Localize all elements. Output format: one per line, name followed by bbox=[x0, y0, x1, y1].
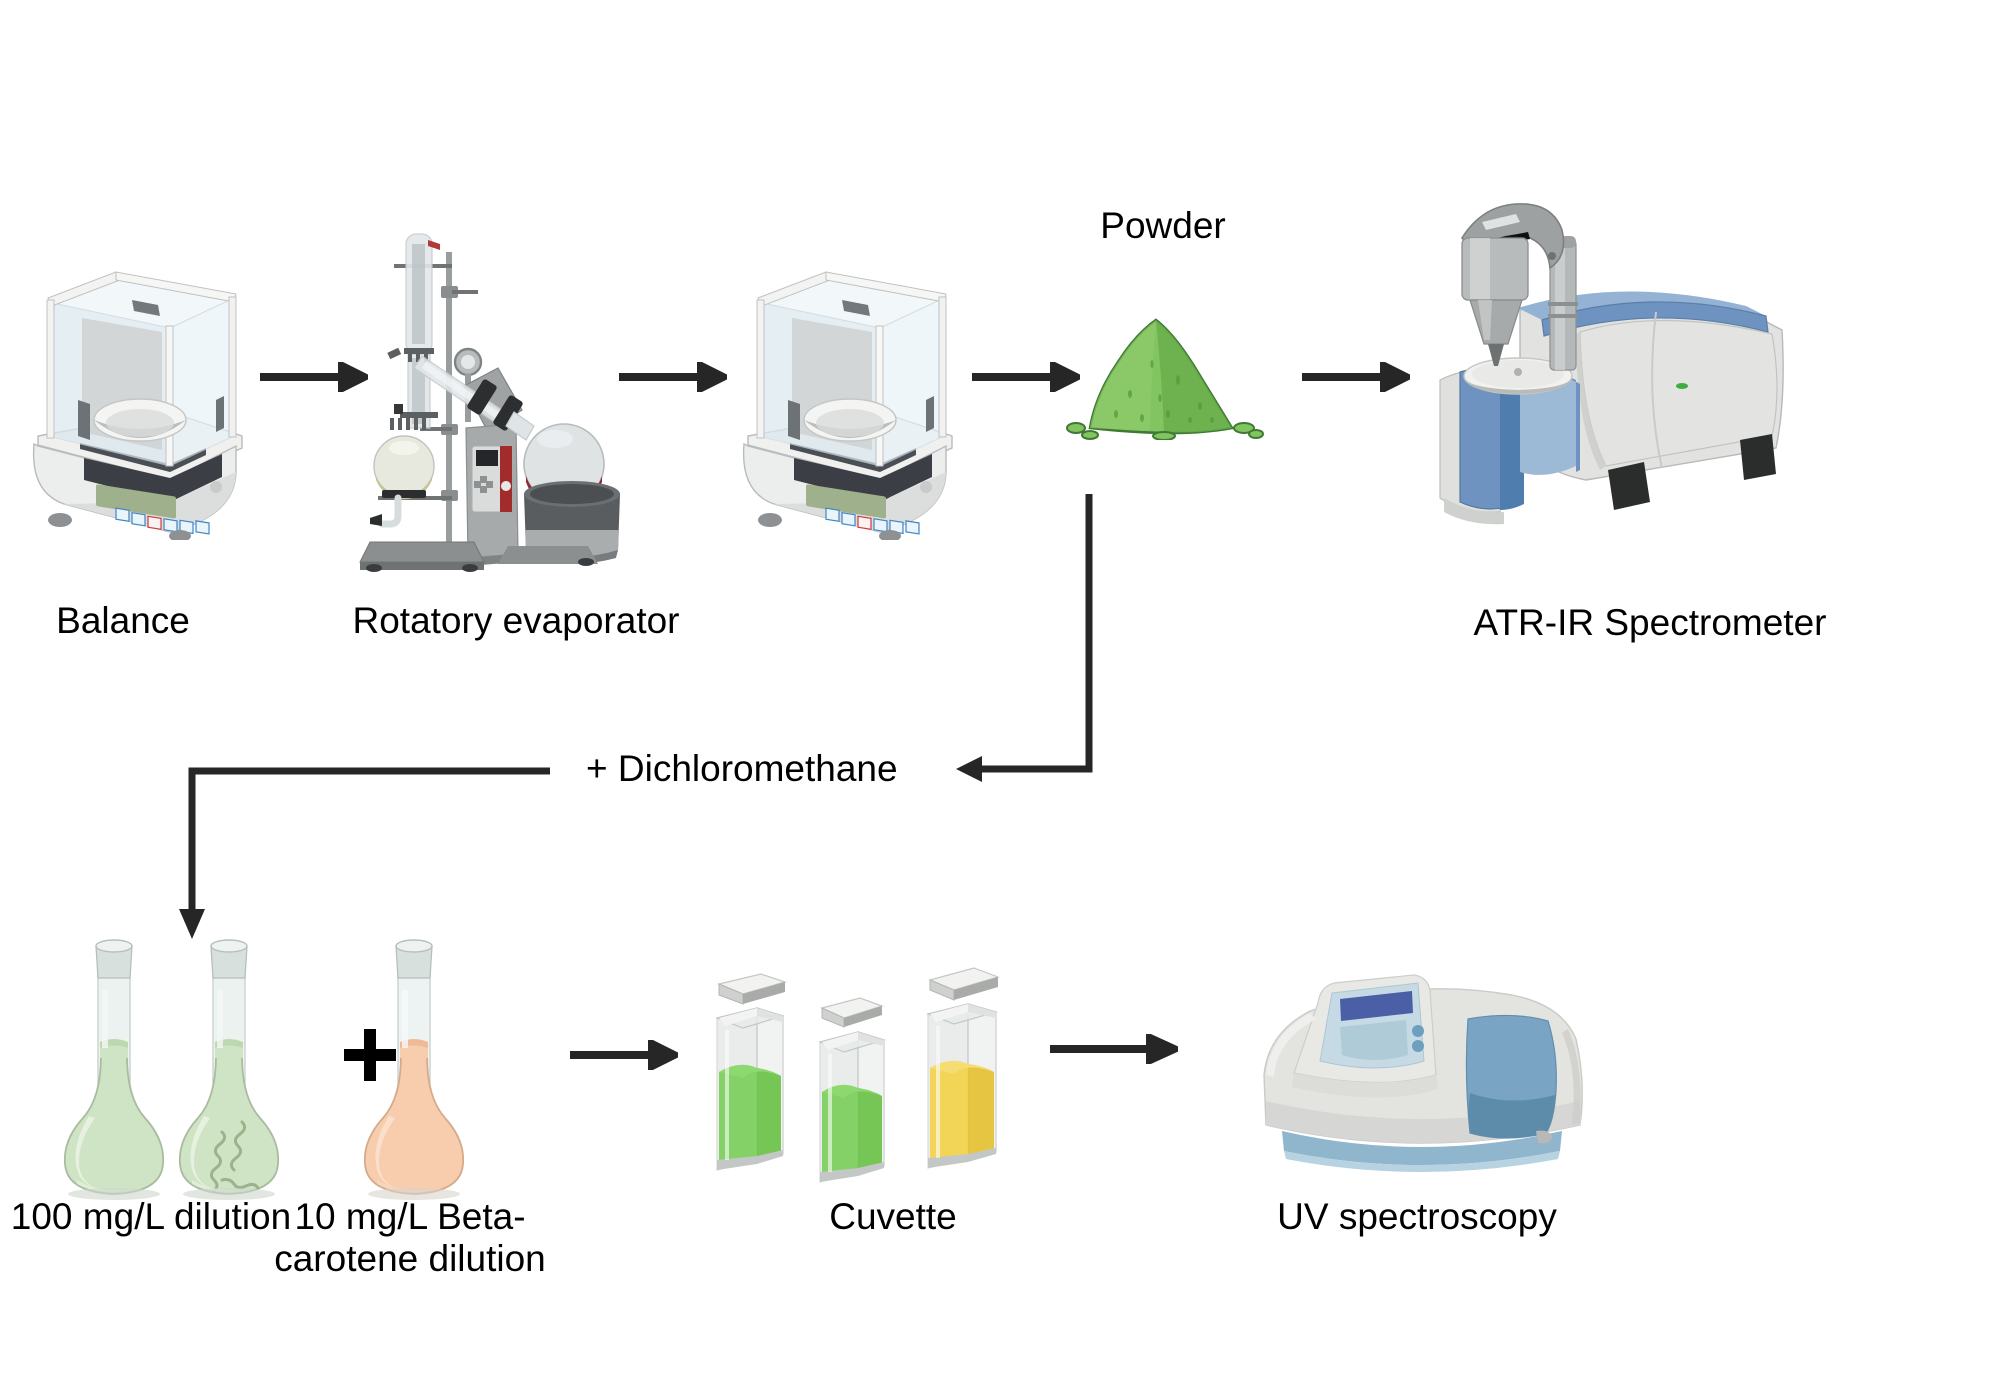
label-dichloromethane: + Dichloromethane bbox=[586, 748, 898, 789]
label-dilution-10-line1: 10 mg/L Beta- bbox=[294, 1196, 526, 1237]
green-powder-pile bbox=[1060, 310, 1270, 441]
label-rotary-evaporator: Rotatory evaporator bbox=[352, 600, 680, 641]
arrow-balance2-to-powder bbox=[970, 359, 1085, 397]
plus-icon bbox=[340, 1025, 400, 1090]
elbow-dichloromethane-to-flasks bbox=[178, 765, 558, 950]
arrow-flask-to-cuvette bbox=[568, 1037, 683, 1075]
volumetric-flask-orange bbox=[355, 930, 475, 1205]
arrow-cuvette-to-uv bbox=[1048, 1031, 1184, 1069]
label-balance: Balance bbox=[56, 600, 190, 641]
atr-ir-spectrometer bbox=[1400, 180, 1790, 530]
arrow-rotovap-to-balance2 bbox=[617, 359, 732, 397]
rotary-evaporator bbox=[348, 228, 638, 572]
arrow-powder-to-atrir bbox=[1300, 359, 1415, 397]
cuvette-green-1 bbox=[705, 968, 795, 1176]
analytical-balance-1 bbox=[20, 240, 250, 542]
label-dilution-10-line2: carotene dilution bbox=[274, 1238, 546, 1279]
volumetric-flask-green-2 bbox=[170, 930, 290, 1205]
arrow-balance-to-rotovap bbox=[258, 359, 373, 397]
uv-spectrophotometer bbox=[1250, 925, 1590, 1185]
analytical-balance-2 bbox=[730, 240, 960, 542]
volumetric-flask-green-1 bbox=[55, 930, 175, 1205]
cuvette-green-2-svg bbox=[808, 992, 898, 1188]
label-atr-ir-spectrometer: ATR-IR Spectrometer bbox=[1473, 602, 1827, 643]
label-dilution-100: 100 mg/L dilution bbox=[10, 1196, 292, 1237]
cuvette-yellow bbox=[916, 962, 1008, 1174]
label-uv-spectroscopy: UV spectroscopy bbox=[1277, 1196, 1557, 1237]
label-cuvette: Cuvette bbox=[829, 1196, 957, 1237]
label-powder: Powder bbox=[1100, 205, 1226, 246]
elbow-powder-to-dichloromethane bbox=[930, 492, 1110, 787]
